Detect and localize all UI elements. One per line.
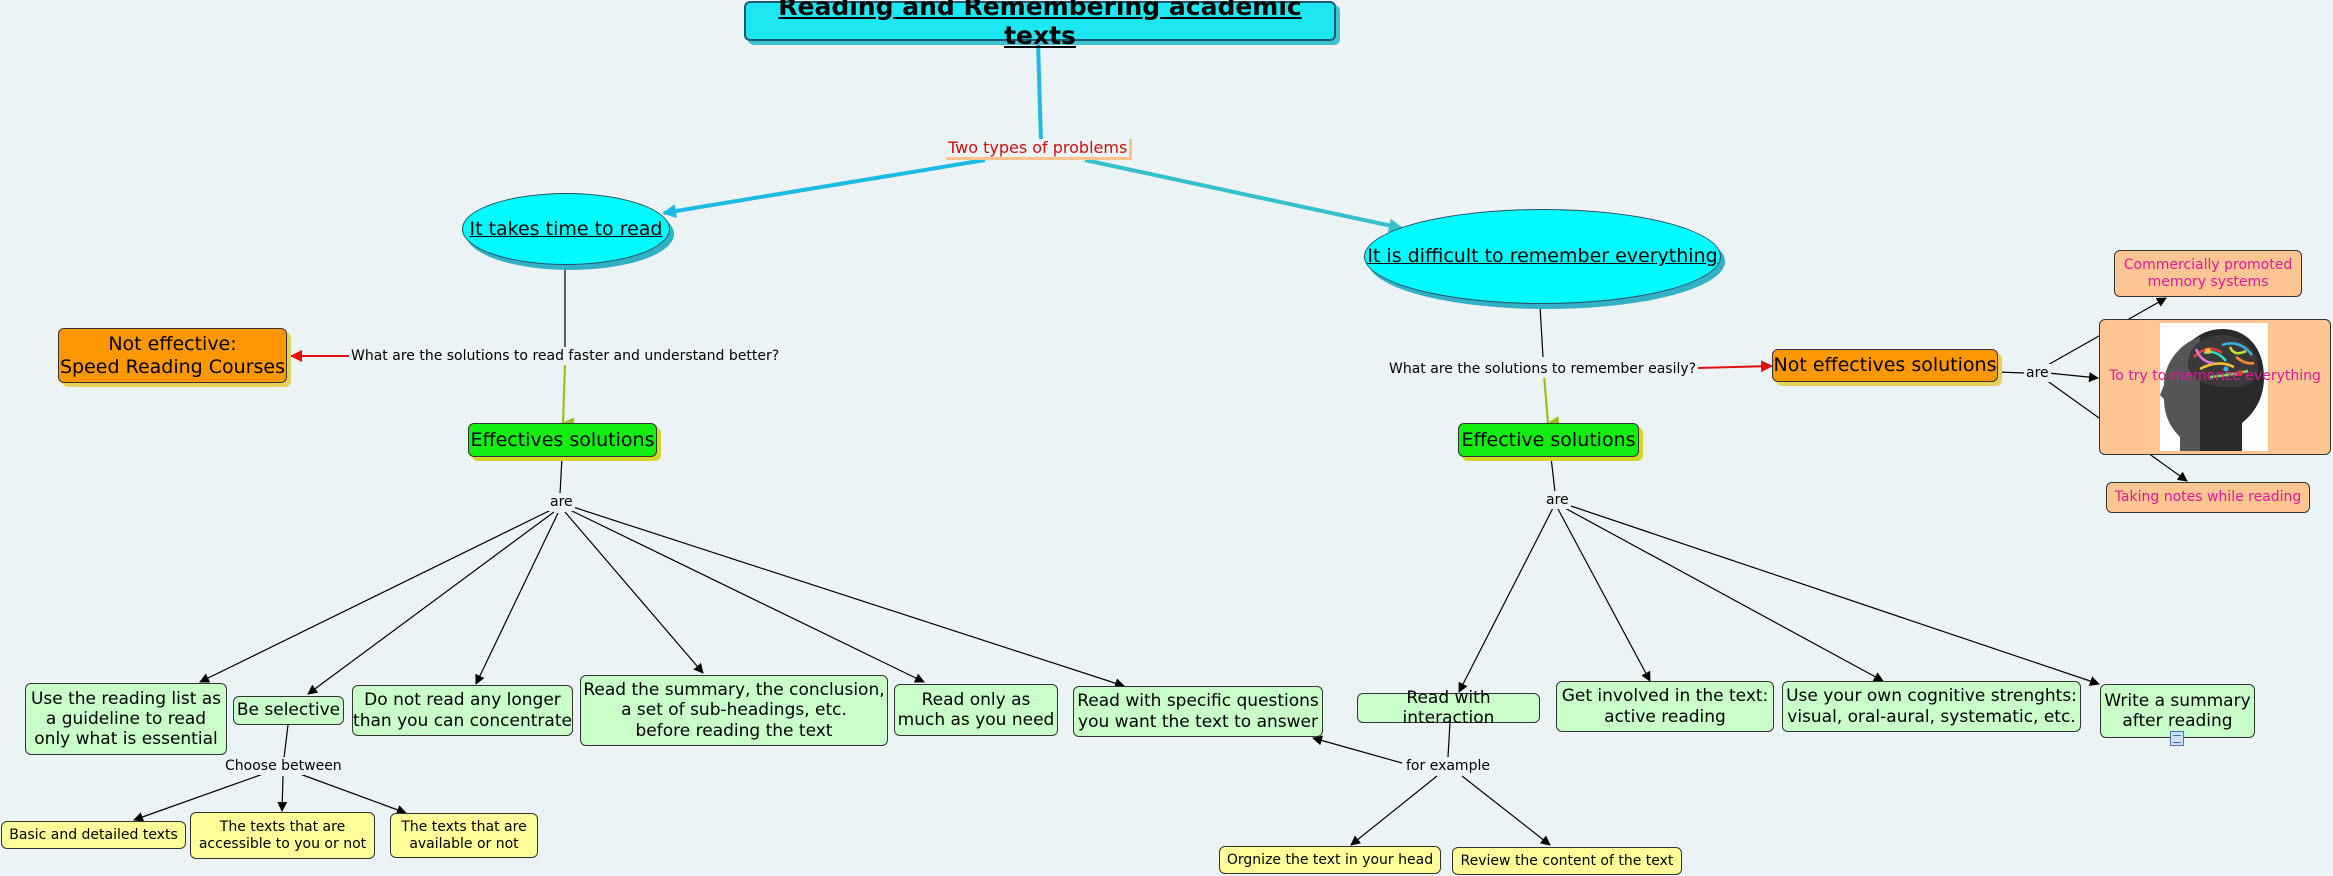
brain-head-image [2160,323,2268,451]
left-are-label: are [548,493,575,511]
solution-read-summary[interactable]: Read the summary, the conclusion, a set … [580,675,888,746]
left-effective-node[interactable]: Effectives solutions [468,423,657,457]
edge-are-to-s1 [199,509,552,683]
map-title: Reading and Remembering academic texts [744,0,1336,50]
edge-are-to-r4 [1567,504,2100,686]
edge-example-to-e1 [1350,775,1438,846]
speed-reading-node[interactable]: Not effective: Speed Reading Courses [58,328,287,383]
edge-are-to-s2 [307,511,555,695]
edge-choose-to-c3 [299,773,407,815]
edge-selective-to-choose [283,724,289,759]
memorize-everything-label: To try to memorize everything [2109,368,2321,384]
solution-get-involved[interactable]: Get involved in the text: active reading [1556,681,1774,732]
edge-are-to-r1 [1458,507,1554,693]
taking-notes-node[interactable]: Taking notes while reading [2106,482,2310,513]
example-organize[interactable]: Orgnize the text in your head [1219,846,1441,874]
edge-question-to-not-effective-right [1696,360,1773,373]
solution-write-summary[interactable]: Write a summary after reading [2100,684,2255,738]
problem-remember-node[interactable]: It is difficult to remember everything [1364,209,1721,304]
solution-reading-list[interactable]: Use the reading list as a guideline to r… [25,683,227,755]
example-review[interactable]: Review the content of the text [1452,847,1682,875]
right-are-label: are [1544,491,1571,509]
solution-read-interaction[interactable]: Read with interaction [1357,688,1540,728]
solution-concentrate[interactable]: Do not read any longer than you can conc… [352,685,573,736]
edge-question-to-effective [561,364,575,430]
choice-basic-detailed[interactable]: Basic and detailed texts [1,821,186,849]
left-question-label: What are the solutions to read faster an… [349,347,782,365]
edge-are-to-s5 [569,509,925,683]
choose-between-label: Choose between [223,757,344,775]
edge-to-remember-problem [1084,158,1403,233]
edge-effective-to-are [559,456,563,495]
solution-be-selective[interactable]: Be selective [233,696,344,725]
edge-choose-to-c2 [277,775,288,812]
choice-accessible[interactable]: The texts that are accessible to you or … [190,812,375,859]
note-icon[interactable] [2170,731,2184,746]
edge-example-to-specific [1312,735,1403,764]
edge-to-time-problem [662,158,986,218]
not-effective-solutions-node[interactable]: Not effectives solutions [1772,349,1998,382]
edge-choose-to-c1 [133,773,264,822]
solution-specific-questions[interactable]: Read with specific questions you want th… [1073,686,1323,737]
edge-example-to-e2 [1461,775,1551,846]
edge-question-to-effective-right [1542,374,1560,429]
edge-are-to-s3 [475,512,559,685]
edge-are-to-s4 [564,511,704,674]
for-example-label: for example [1404,757,1492,775]
edge-interaction-to-example [1447,721,1451,758]
edge-remember-to-question [1539,305,1544,358]
edge-title-to-problems [1036,41,1043,144]
choice-available[interactable]: The texts that are available or not [390,813,538,858]
two-types-label: Two types of problems [946,139,1133,160]
edge-are-to-r2 [1557,508,1651,682]
solution-cognitive-strengths[interactable]: Use your own cognitive strenghts: visual… [1782,681,2081,732]
edge-are-to-s6 [572,506,1125,688]
edge-effective-to-are-right [1550,456,1556,493]
edge-are-to-r3 [1562,506,1884,682]
problem-time-node[interactable]: It takes time to read [462,193,670,265]
not-effective-are-label: are [2024,364,2051,382]
solution-read-only[interactable]: Read only as much as you need [894,684,1058,736]
right-effective-node[interactable]: Effective solutions [1458,423,1639,457]
right-question-label: What are the solutions to remember easil… [1387,360,1699,378]
edge-noteff-to-are [1996,371,2026,374]
edge-are-to-memorize [2047,372,2099,383]
commercial-memory-node[interactable]: Commercially promoted memory systems [2114,250,2302,297]
